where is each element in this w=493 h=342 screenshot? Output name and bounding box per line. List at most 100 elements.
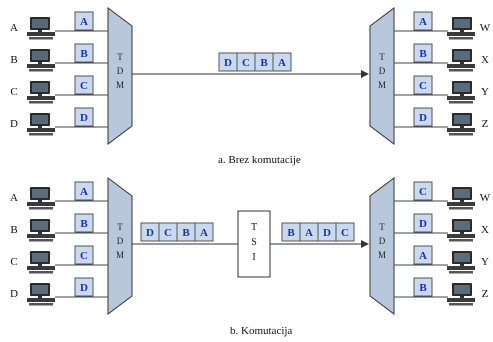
- right-slot: B: [413, 43, 433, 63]
- left-station-label: B: [10, 54, 17, 66]
- tdm-letter: D: [379, 236, 386, 246]
- right-station-label: Z: [482, 118, 489, 130]
- right-slot-label: A: [419, 250, 427, 262]
- computer-icon: [447, 49, 475, 72]
- left-slot-label: B: [80, 48, 88, 60]
- frame-out-slot-label: C: [341, 227, 349, 239]
- left-slot: D: [74, 277, 94, 297]
- frame-in-slot-label: B: [182, 227, 190, 239]
- computer-icon: [27, 49, 55, 72]
- computer-icon: [27, 113, 55, 136]
- tdm-letter: M: [116, 80, 124, 90]
- frame-in-slot: D: [140, 222, 160, 242]
- tsi-box: TSI: [237, 210, 271, 278]
- frame-slot-label: C: [242, 57, 250, 69]
- tdm-letter: D: [117, 66, 124, 76]
- left-slot-label: D: [80, 282, 88, 294]
- left-station-label: C: [10, 86, 17, 98]
- left-slot: C: [74, 245, 94, 265]
- right-slot-label: B: [419, 282, 427, 294]
- right-tdm-mux: TDM: [369, 7, 395, 145]
- right-station-label: Y: [481, 256, 489, 268]
- left-slot-label: C: [80, 250, 88, 262]
- left-station-label: D: [10, 118, 18, 130]
- caption-b: b. Komutacija: [230, 325, 292, 337]
- right-slot-label: D: [419, 218, 427, 230]
- left-slot-label: D: [80, 112, 88, 124]
- right-slot: D: [413, 107, 433, 127]
- right-slot: C: [413, 75, 433, 95]
- frame-out-slot: B: [281, 222, 301, 242]
- frame-slot: A: [272, 52, 292, 72]
- frame-out-slot: D: [317, 222, 337, 242]
- left-slot: D: [74, 107, 94, 127]
- tdm-letter: T: [379, 52, 385, 62]
- frame-in-slot: A: [194, 222, 214, 242]
- right-slot-label: D: [419, 112, 427, 124]
- left-slot: A: [74, 181, 94, 201]
- tdm-letter: T: [379, 222, 385, 232]
- right-slot-label: C: [419, 80, 427, 92]
- left-slot: B: [74, 43, 94, 63]
- right-station-label: W: [480, 22, 491, 34]
- tsi-letter: S: [251, 237, 257, 248]
- computer-icon: [447, 219, 475, 242]
- right-station-label: Z: [482, 288, 489, 300]
- right-slot-label: A: [419, 16, 427, 28]
- frame-in-slot-label: A: [200, 227, 208, 239]
- frame-in-slot-label: C: [164, 227, 172, 239]
- frame-in-slot-label: D: [146, 227, 154, 239]
- computer-icon: [27, 17, 55, 40]
- computer-icon: [27, 219, 55, 242]
- left-station-label: B: [10, 224, 17, 236]
- frame-in-slot: C: [158, 222, 178, 242]
- right-slot-label: C: [419, 186, 427, 198]
- computer-icon: [447, 17, 475, 40]
- left-slot-label: C: [80, 80, 88, 92]
- computer-icon: [447, 187, 475, 210]
- right-slot: D: [413, 213, 433, 233]
- frame-slot-label: D: [224, 57, 232, 69]
- right-station-label: Y: [481, 86, 489, 98]
- left-station-label: A: [10, 22, 18, 34]
- left-station-label: A: [10, 192, 18, 204]
- frame-slot-label: B: [260, 57, 268, 69]
- tdm-letter: T: [117, 52, 123, 62]
- left-slot: A: [74, 11, 94, 31]
- left-tdm-mux: TDM: [107, 177, 133, 315]
- tdm-letter: D: [379, 66, 386, 76]
- right-station-label: W: [480, 192, 491, 204]
- tdm-letter: M: [378, 250, 386, 260]
- computer-icon: [447, 113, 475, 136]
- left-station-label: D: [10, 288, 18, 300]
- left-slot-label: B: [80, 218, 88, 230]
- computer-icon: [27, 187, 55, 210]
- computer-icon: [27, 251, 55, 274]
- right-slot: B: [413, 277, 433, 297]
- tsi-letter: T: [251, 222, 257, 233]
- tdm-letter: M: [378, 80, 386, 90]
- frame-slot: C: [236, 52, 256, 72]
- right-station-label: X: [481, 224, 489, 236]
- frame-out-slot: C: [335, 222, 355, 242]
- left-tdm-mux: TDM: [107, 7, 133, 145]
- caption-a: a. Brez komutacije: [218, 154, 301, 166]
